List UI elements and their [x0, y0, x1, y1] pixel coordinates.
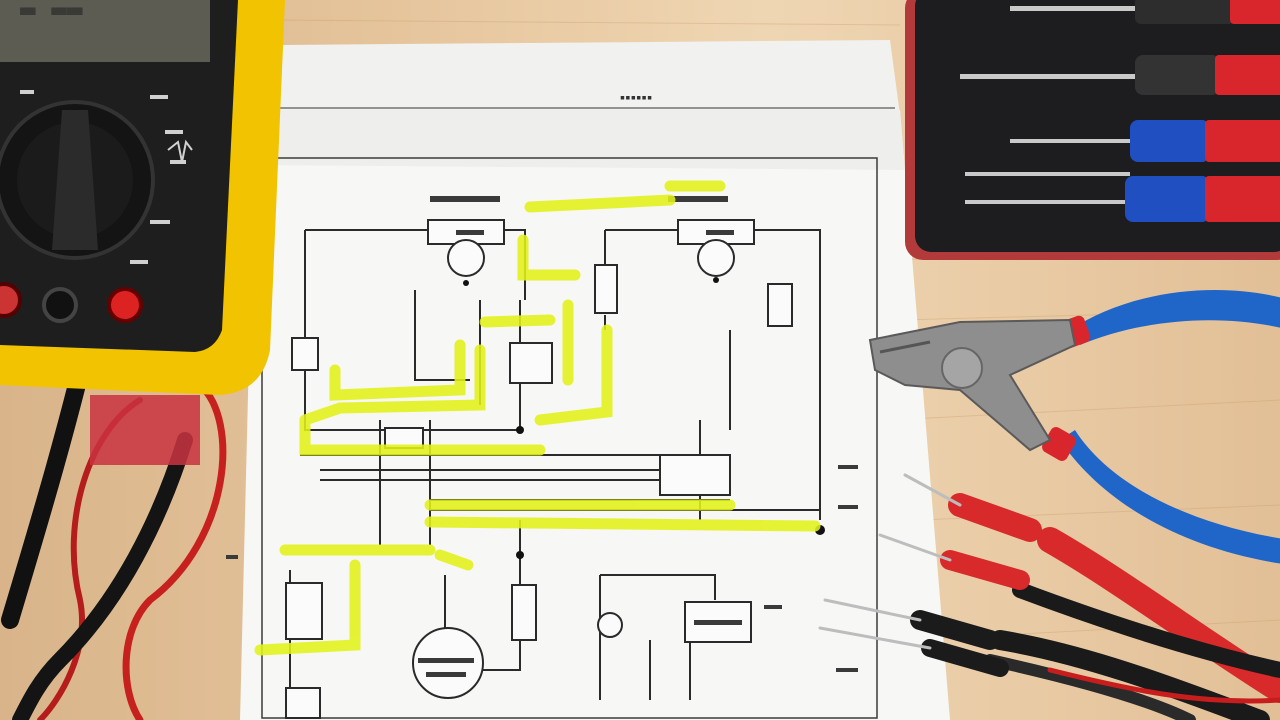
schematic-sheet-back: ▪▪▪▪▪▪	[275, 40, 900, 115]
multimeter-jack-red	[107, 287, 143, 323]
pliers	[868, 290, 1280, 564]
test-probes	[818, 473, 1280, 720]
screwdriver-case	[905, 0, 1280, 260]
wiring-schematic	[226, 110, 950, 720]
svg-text:▬ ▬▬: ▬ ▬▬	[20, 0, 83, 25]
screwdrivers	[960, 0, 1280, 222]
svg-text:▪▪▪▪▪▪: ▪▪▪▪▪▪	[620, 93, 653, 103]
multimeter-display	[0, 0, 210, 62]
multimeter-jack-black	[42, 287, 78, 323]
highlighter-traces	[254, 180, 821, 656]
multimeter: ▬ ▬▬	[0, 0, 285, 395]
